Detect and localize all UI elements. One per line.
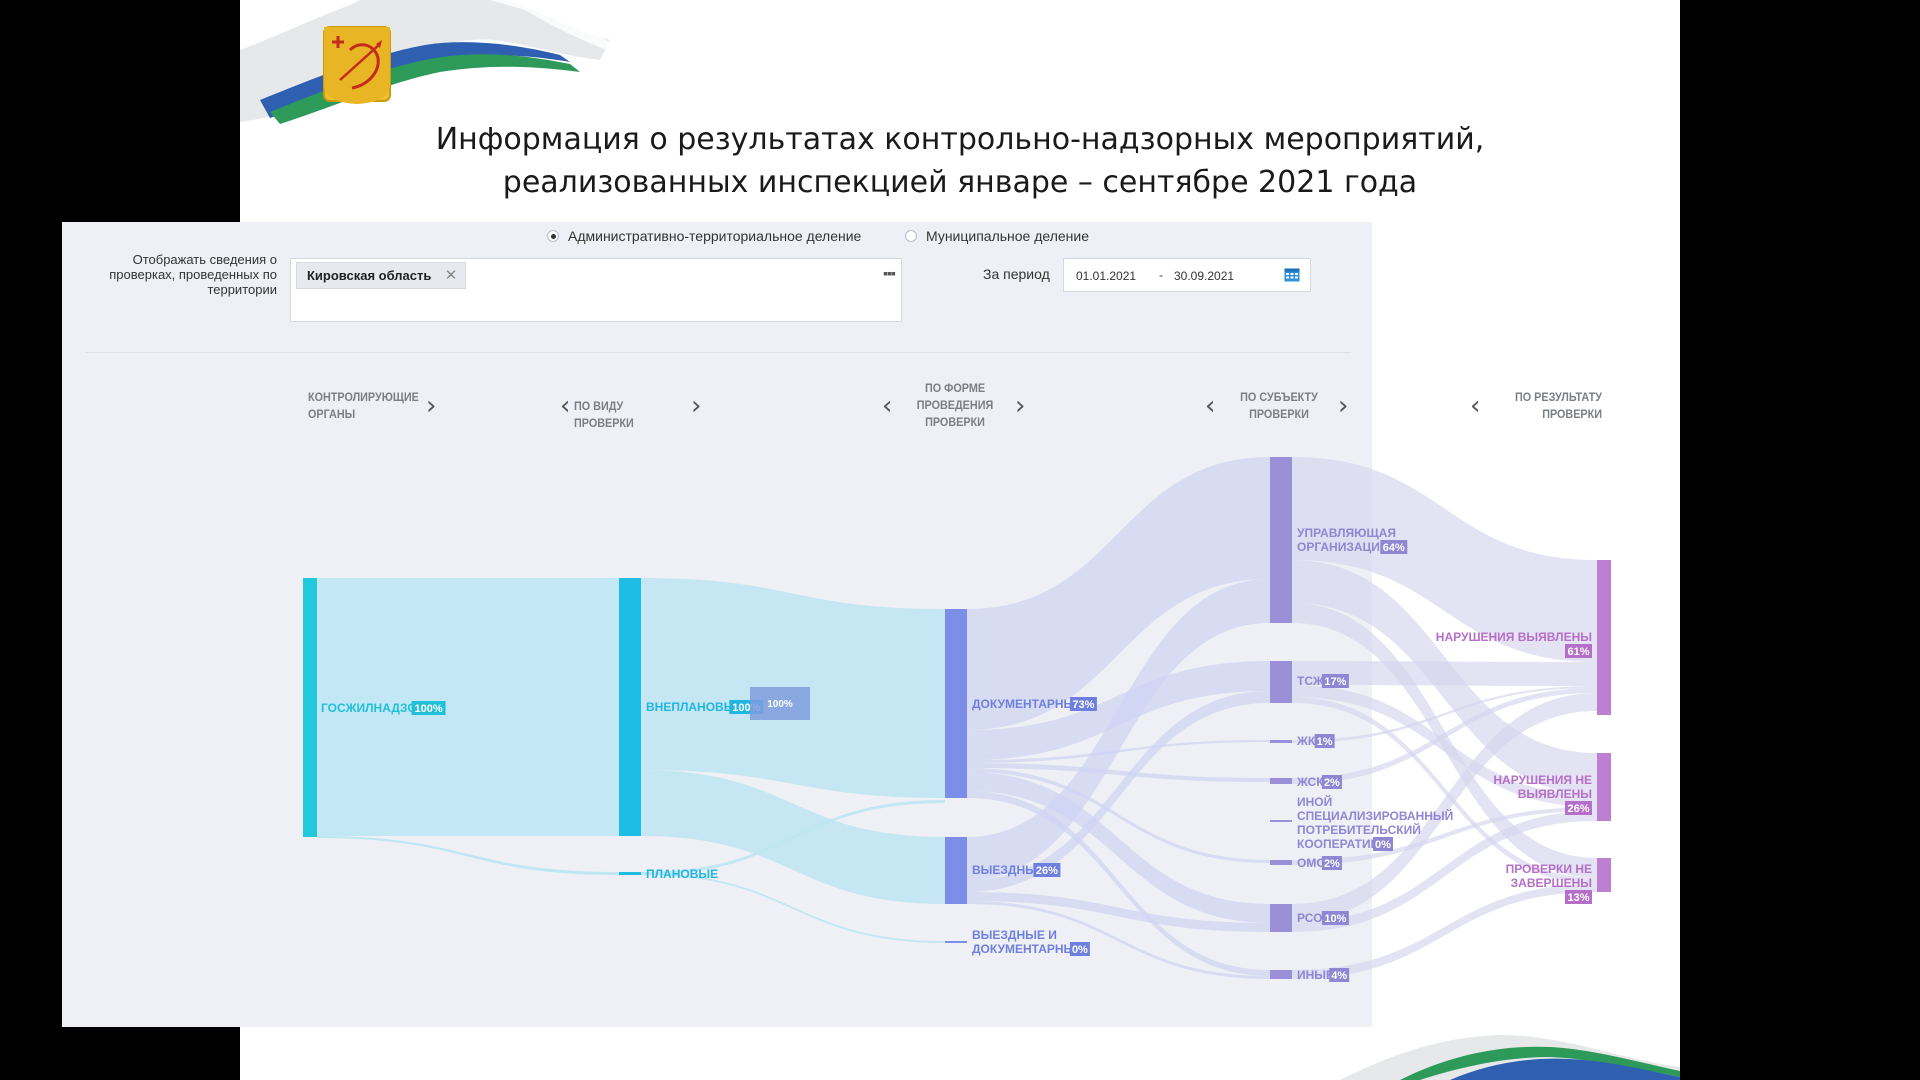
- dashboard-panel: [62, 222, 1372, 1027]
- chevron-left-icon[interactable]: ‹: [1470, 391, 1481, 421]
- chevron-right-icon[interactable]: ›: [691, 391, 702, 421]
- chevron-left-icon[interactable]: ‹: [882, 391, 893, 421]
- date-from: 01.01.2021: [1076, 269, 1137, 283]
- territory-filter-label: Отображать сведения о проверках, проведе…: [109, 252, 277, 297]
- chevron-left-icon[interactable]: ‹: [1205, 391, 1216, 421]
- column-header-check-form: ПО ФОРМЕ ПРОВЕДЕНИЯ ПРОВЕРКИ: [916, 381, 994, 429]
- radio-admin-label: Административно-территориальное деление: [568, 228, 862, 244]
- radio-checked-icon: [547, 230, 559, 242]
- date-separator: -: [1159, 268, 1163, 282]
- radio-admin-division[interactable]: Административно-территориальное деление: [547, 228, 861, 244]
- flag-ribbon-bottom: [1340, 1035, 1680, 1080]
- slide-title-line2: реализованных инспекцией январе – сентяб…: [502, 165, 1418, 200]
- slide-title-line1: Информация о результатах контрольно-надз…: [435, 122, 1485, 157]
- flag-ribbon-top: [240, 0, 612, 124]
- radio-unchecked-icon: [905, 230, 917, 242]
- period-label: За период: [983, 266, 1050, 282]
- territory-chip-label: Кировская область: [307, 268, 432, 283]
- date-to: 30.09.2021: [1174, 269, 1235, 283]
- slide-title: Информация о результатах контрольно-надз…: [240, 118, 1680, 204]
- territory-select[interactable]: Кировская область ✕ ▪▪▪: [290, 258, 902, 322]
- radio-municipal-label: Муниципальное деление: [926, 228, 1090, 244]
- chevron-left-icon[interactable]: ‹: [560, 391, 571, 421]
- chevron-right-icon[interactable]: ›: [426, 391, 437, 421]
- calendar-icon[interactable]: [1284, 267, 1300, 282]
- column-header-check-type: ПО ВИДУ ПРОВЕРКИ: [574, 399, 634, 430]
- date-range-picker[interactable]: 01.01.2021 - 30.09.2021: [1063, 258, 1311, 292]
- chevron-right-icon[interactable]: ›: [1338, 391, 1349, 421]
- chevron-right-icon[interactable]: ›: [1015, 391, 1026, 421]
- filter-divider: [86, 352, 1351, 353]
- territory-chip: Кировская область ✕: [296, 262, 467, 289]
- column-header-subject: ПО СУБЪЕКТУ ПРОВЕРКИ: [1240, 390, 1318, 421]
- radio-municipal-division[interactable]: Муниципальное деление: [905, 228, 1089, 244]
- column-header-result: ПО РЕЗУЛЬТАТУ ПРОВЕРКИ: [1515, 390, 1602, 421]
- more-options-icon[interactable]: ▪▪▪: [883, 265, 896, 281]
- chip-close-icon[interactable]: ✕: [444, 267, 458, 284]
- column-header-organs: КОНТРОЛИРУЮЩИЕ ОРГАНЫ: [308, 390, 419, 421]
